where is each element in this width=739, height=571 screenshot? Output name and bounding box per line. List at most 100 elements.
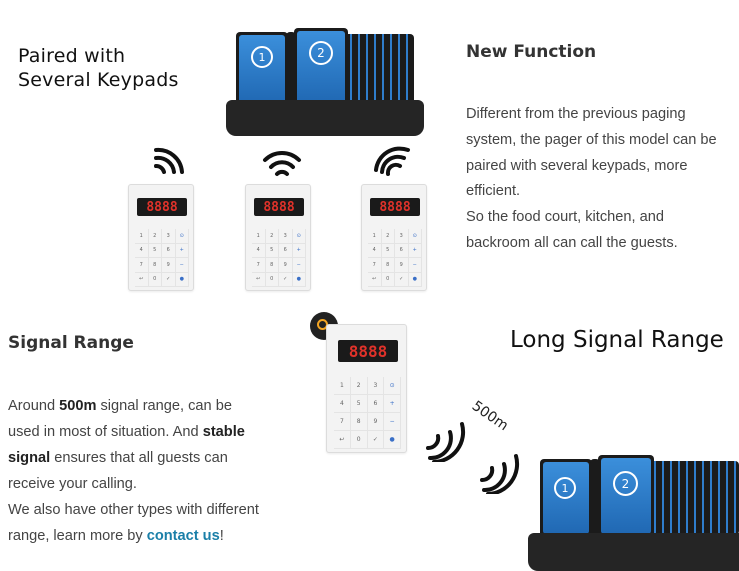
wifi-icon (263, 150, 301, 176)
key-0[interactable]: 0 (381, 272, 395, 287)
key-plus[interactable]: + (408, 243, 422, 258)
key-function[interactable]: ⊙ (292, 229, 306, 244)
key-6[interactable]: 6 (279, 243, 293, 258)
keypad-main: 8888 1 2 3 ⊙ 4 5 6 + 7 8 9 − ↩ 0 ✓ ● (326, 324, 407, 453)
key-6[interactable]: 6 (162, 243, 176, 258)
pager-number-2: 2 (613, 471, 638, 496)
key-8[interactable]: 8 (350, 413, 368, 431)
key-4[interactable]: 4 (334, 395, 351, 413)
key-plus[interactable]: + (384, 395, 401, 413)
keypad-display: 8888 (137, 198, 187, 216)
key-5[interactable]: 5 (381, 243, 395, 258)
key-confirm[interactable]: ✓ (279, 272, 293, 287)
signal-range-line: range, learn more by contact us! (8, 523, 308, 549)
key-0[interactable]: 0 (148, 272, 162, 287)
display-digits: 8888 (379, 199, 411, 215)
key-back[interactable]: ↩ (252, 272, 266, 287)
pager-number-2: 2 (309, 41, 333, 65)
charging-base (528, 533, 739, 571)
keypad-display: 8888 (370, 198, 420, 216)
contact-us-link[interactable]: contact us (146, 528, 220, 544)
key-9[interactable]: 9 (162, 258, 176, 273)
key-3[interactable]: 3 (367, 377, 385, 395)
key-call[interactable]: ● (292, 272, 306, 287)
key-3[interactable]: 3 (162, 229, 176, 244)
keypad-display: 8888 (338, 340, 398, 362)
key-minus[interactable]: − (175, 258, 189, 273)
text: ! (219, 528, 224, 544)
key-7[interactable]: 7 (252, 258, 266, 273)
key-9[interactable]: 9 (395, 258, 409, 273)
signal-range-body: Around 500m signal range, can be used in… (8, 393, 308, 549)
signal-wave-icon (480, 454, 520, 494)
text: used in most of situation. And (8, 424, 203, 440)
key-8[interactable]: 8 (265, 258, 279, 273)
key-4[interactable]: 4 (252, 243, 266, 258)
key-minus[interactable]: − (292, 258, 306, 273)
key-confirm[interactable]: ✓ (162, 272, 176, 287)
new-function-body: Different from the previous paging syste… (466, 102, 739, 257)
key-minus[interactable]: − (384, 413, 401, 431)
key-2[interactable]: 2 (381, 229, 395, 244)
key-0[interactable]: 0 (265, 272, 279, 287)
key-6[interactable]: 6 (367, 395, 385, 413)
key-call[interactable]: ● (408, 272, 422, 287)
key-back[interactable]: ↩ (368, 272, 382, 287)
key-9[interactable]: 9 (279, 258, 293, 273)
bold-text: stable (202, 424, 245, 440)
key-2[interactable]: 2 (350, 377, 368, 395)
text: Around (8, 398, 60, 414)
key-minus[interactable]: − (408, 258, 422, 273)
key-2[interactable]: 2 (265, 229, 279, 244)
keypad-display: 8888 (254, 198, 304, 216)
new-function-line: system, the pager of this model can be (466, 131, 717, 148)
key-5[interactable]: 5 (350, 395, 368, 413)
key-2[interactable]: 2 (148, 229, 162, 244)
key-8[interactable]: 8 (381, 258, 395, 273)
keypad-buttons: 1 2 3 ⊙ 4 5 6 + 7 8 9 − ↩ 0 ✓ ● (252, 229, 306, 287)
long-signal-range-title: Long Signal Range (510, 327, 724, 353)
pager-base-top: 1 2 (226, 28, 426, 138)
key-confirm[interactable]: ✓ (367, 431, 385, 449)
pager-2: 2 (294, 28, 348, 106)
key-7[interactable]: 7 (334, 413, 351, 431)
key-3[interactable]: 3 (395, 229, 409, 244)
key-plus[interactable]: + (175, 243, 189, 258)
key-1[interactable]: 1 (252, 229, 266, 244)
key-function[interactable]: ⊙ (175, 229, 189, 244)
key-back[interactable]: ↩ (334, 431, 351, 449)
key-1[interactable]: 1 (334, 377, 351, 395)
key-call[interactable]: ● (384, 431, 401, 449)
key-7[interactable]: 7 (135, 258, 149, 273)
keypad-3: 8888 1 2 3 ⊙ 4 5 6 + 7 8 9 − ↩ 0 ✓ ● (361, 184, 427, 291)
pager-stack (344, 34, 414, 104)
keypad-buttons: 1 2 3 ⊙ 4 5 6 + 7 8 9 − ↩ 0 ✓ ● (135, 229, 189, 287)
key-4[interactable]: 4 (135, 243, 149, 258)
key-4[interactable]: 4 (368, 243, 382, 258)
display-digits: 8888 (348, 341, 388, 361)
bold-text: signal (8, 450, 51, 466)
key-1[interactable]: 1 (135, 229, 149, 244)
key-confirm[interactable]: ✓ (395, 272, 409, 287)
key-function[interactable]: ⊙ (408, 229, 422, 244)
key-8[interactable]: 8 (148, 258, 162, 273)
key-7[interactable]: 7 (368, 258, 382, 273)
key-3[interactable]: 3 (279, 229, 293, 244)
text: range, learn more by (8, 528, 147, 544)
key-0[interactable]: 0 (350, 431, 368, 449)
key-9[interactable]: 9 (367, 413, 385, 431)
key-plus[interactable]: + (292, 243, 306, 258)
display-digits: 8888 (263, 199, 295, 215)
paired-caption-line-2: Several Keypads (18, 69, 179, 91)
key-back[interactable]: ↩ (135, 272, 149, 287)
key-1[interactable]: 1 (368, 229, 382, 244)
key-6[interactable]: 6 (395, 243, 409, 258)
key-call[interactable]: ● (175, 272, 189, 287)
distance-label: 500m (468, 398, 512, 435)
pager-number-1: 1 (554, 477, 576, 499)
signal-range-line: Around 500m signal range, can be (8, 393, 308, 419)
key-5[interactable]: 5 (148, 243, 162, 258)
keypad-1: 8888 1 2 3 ⊙ 4 5 6 + 7 8 9 − ↩ 0 ✓ ● (128, 184, 194, 291)
key-function[interactable]: ⊙ (384, 377, 401, 395)
key-5[interactable]: 5 (265, 243, 279, 258)
